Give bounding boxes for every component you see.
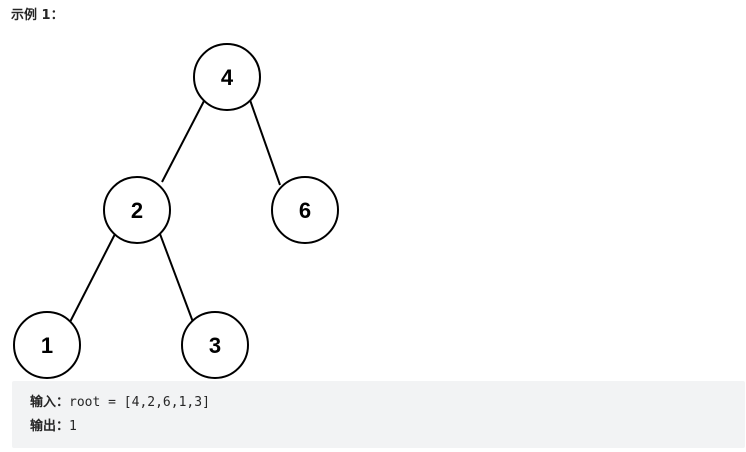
tree-node-label: 1 bbox=[41, 333, 53, 358]
tree-node-label: 2 bbox=[131, 198, 143, 223]
edge-4-2 bbox=[161, 100, 205, 183]
output-line: 输出：1 bbox=[30, 418, 77, 436]
tree-node-label: 6 bbox=[299, 198, 311, 223]
output-label: 输出： bbox=[30, 419, 70, 434]
example-title: 示例 1： bbox=[11, 8, 64, 23]
edge-4-6 bbox=[249, 99, 281, 186]
tree-node: 4 bbox=[193, 43, 261, 111]
tree-node: 6 bbox=[271, 176, 339, 244]
edge-2-1 bbox=[69, 233, 116, 323]
tree-node: 2 bbox=[103, 176, 171, 244]
edge-2-3 bbox=[159, 233, 194, 323]
tree-node-label: 3 bbox=[209, 333, 221, 358]
tree-node-label: 4 bbox=[221, 65, 234, 90]
input-label: 输入： bbox=[30, 395, 70, 410]
tree-node: 3 bbox=[181, 311, 249, 379]
example-io-block: 输入：root = [4,2,6,1,3] 输出：1 bbox=[12, 381, 745, 448]
input-line: 输入：root = [4,2,6,1,3] bbox=[30, 394, 210, 412]
input-value: root = [4,2,6,1,3] bbox=[69, 395, 210, 410]
tree-node: 1 bbox=[13, 311, 81, 379]
output-value: 1 bbox=[69, 419, 77, 434]
